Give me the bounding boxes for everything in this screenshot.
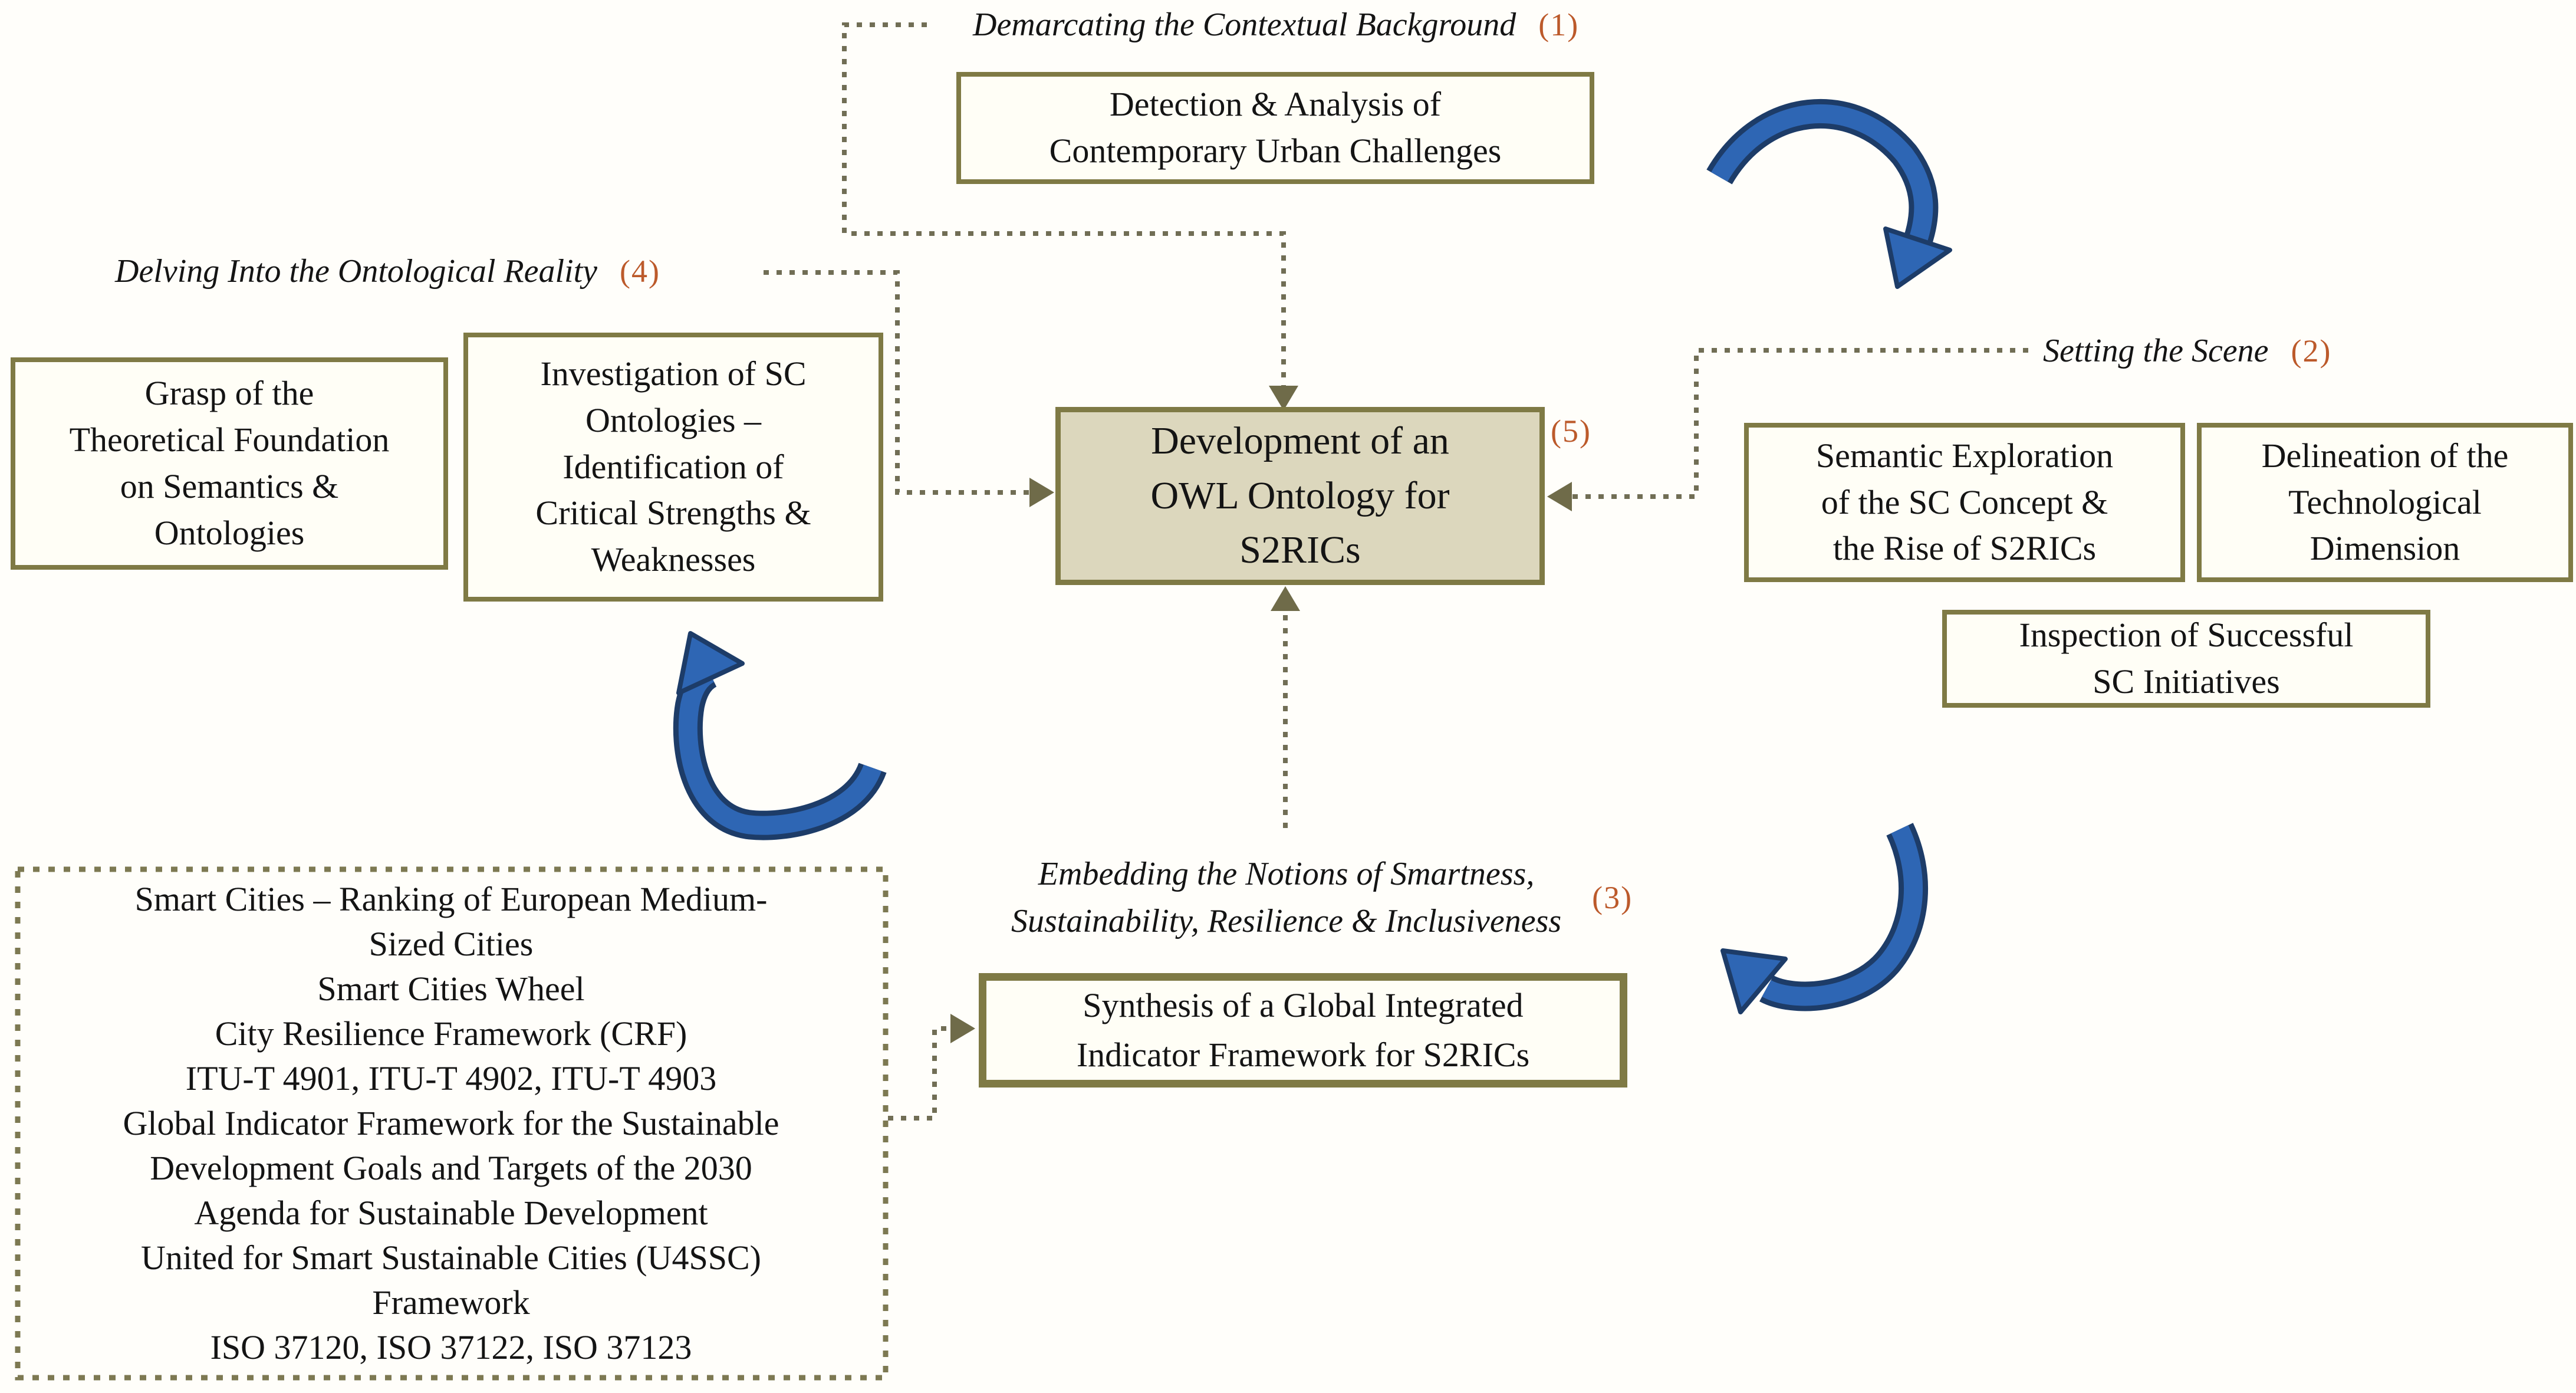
box-delineation-technological: Delineation of the Technological Dimensi… xyxy=(2197,423,2573,582)
label-phase3-text: Embedding the Notions of Smartness, Sust… xyxy=(1011,856,1562,939)
box-grasp-text: Grasp of the Theoretical Foundation on S… xyxy=(69,374,390,552)
blue-curved-arrow-bottom-right xyxy=(1720,823,1929,1014)
label-phase1-number: (1) xyxy=(1538,7,1580,42)
arrowhead-right-into-center xyxy=(1029,478,1054,507)
label-phase2: Setting the Scene (2) xyxy=(2043,332,2331,370)
blue-curved-arrow-top-right xyxy=(1706,98,1952,289)
arrowhead-down-into-center xyxy=(1269,386,1298,410)
arrowhead-right-into-synthesis xyxy=(950,1014,975,1043)
box-inspection-sc-initiatives: Inspection of Successful SC Initiatives xyxy=(1942,610,2430,708)
box-development-text: Development of an OWL Ontology for S2RIC… xyxy=(1150,419,1450,572)
box-delineation-text: Delineation of the Technological Dimensi… xyxy=(2261,436,2509,568)
arrowhead-left-into-center xyxy=(1547,482,1572,511)
box-development-owl-ontology: Development of an OWL Ontology for S2RIC… xyxy=(1055,407,1545,585)
box-inspection-text: Inspection of Successful SC Initiatives xyxy=(2019,616,2354,701)
blue-curved-arrow-left xyxy=(673,631,887,840)
framework-item: Smart Cities – Ranking of European Mediu… xyxy=(134,880,768,963)
label-phase4: Delving Into the Ontological Reality (4) xyxy=(115,252,660,290)
box-synthesis-indicator-framework: Synthesis of a Global Integrated Indicat… xyxy=(979,973,1627,1088)
label-phase1-text: Demarcating the Contextual Background xyxy=(973,6,1516,43)
box-investigation-text: Investigation of SC Ontologies – Identif… xyxy=(535,354,811,579)
label-phase1: Demarcating the Contextual Background (1… xyxy=(973,6,1579,44)
box-detection-analysis: Detection & Analysis of Contemporary Urb… xyxy=(956,72,1594,184)
dotted-connector-phase2 xyxy=(1570,348,2028,499)
dotted-connector-phase1 xyxy=(842,22,1286,388)
label-phase2-text: Setting the Scene xyxy=(2043,333,2269,369)
box-semantic-text: Semantic Exploration of the SC Concept &… xyxy=(1815,436,2114,568)
framework-item: City Resilience Framework (CRF) xyxy=(215,1014,687,1053)
label-phase3: Embedding the Notions of Smartness, Sust… xyxy=(1011,850,1633,945)
framework-item: Global Indicator Framework for the Susta… xyxy=(123,1104,779,1232)
label-phase5-number: (5) xyxy=(1551,413,1591,449)
framework-item: United for Smart Sustainable Cities (U4S… xyxy=(141,1238,761,1322)
box-investigation-sc-ontologies: Investigation of SC Ontologies – Identif… xyxy=(463,333,883,602)
label-phase4-text: Delving Into the Ontological Reality xyxy=(115,253,598,290)
label-phase3-number: (3) xyxy=(1592,880,1633,915)
frameworks-list: Smart Cities – Ranking of European Mediu… xyxy=(35,877,867,1370)
box-semantic-exploration: Semantic Exploration of the SC Concept &… xyxy=(1744,423,2185,582)
box-synthesis-text: Synthesis of a Global Integrated Indicat… xyxy=(1076,985,1530,1074)
label-phase4-number: (4) xyxy=(620,254,660,289)
frameworks-dashed-border xyxy=(15,866,889,1381)
box-detection-analysis-text: Detection & Analysis of Contemporary Urb… xyxy=(1049,85,1502,170)
dotted-connector-phase4 xyxy=(764,270,1032,495)
dotted-connector-frameworks xyxy=(888,1026,954,1121)
framework-item: Smart Cities Wheel xyxy=(317,970,585,1008)
box-grasp-theoretical-foundation: Grasp of the Theoretical Foundation on S… xyxy=(11,357,448,570)
arrowhead-up-into-center xyxy=(1271,586,1300,611)
framework-item: ITU-T 4901, ITU-T 4902, ITU-T 4903 xyxy=(185,1059,717,1098)
framework-item: ISO 37120, ISO 37122, ISO 37123 xyxy=(210,1328,692,1366)
label-phase2-number: (2) xyxy=(2291,333,2332,369)
